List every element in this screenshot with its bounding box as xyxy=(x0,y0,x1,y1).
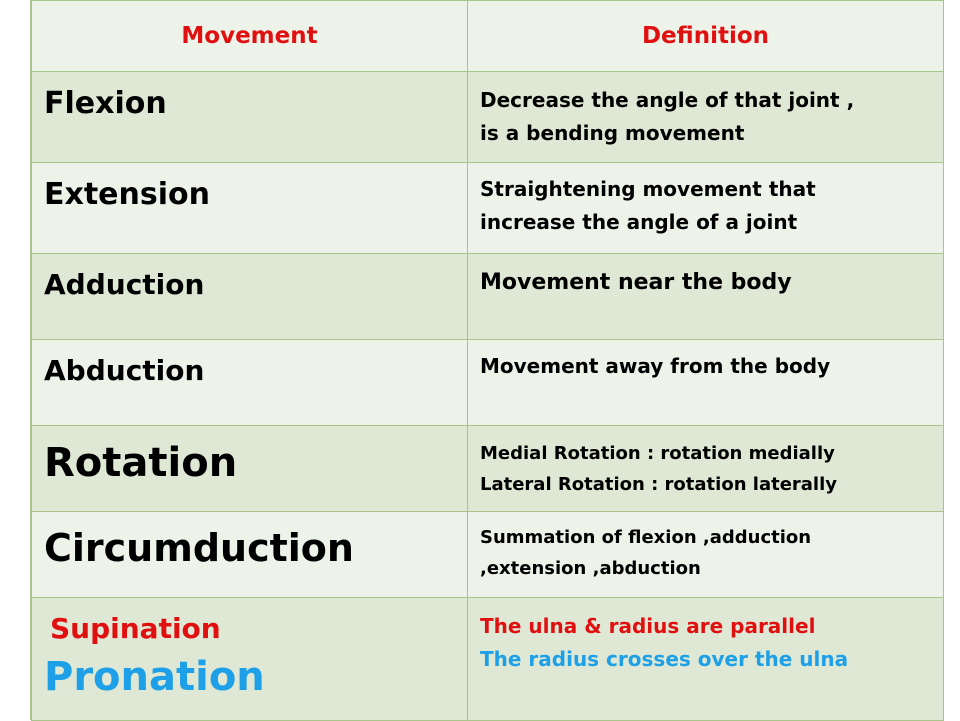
definition-line: increase the angle of a joint xyxy=(480,210,798,234)
definition-line: Lateral Rotation : rotation laterally xyxy=(480,474,837,495)
definition-cell: The ulna & radius are parallel The radiu… xyxy=(467,597,944,721)
term-cell: Adduction xyxy=(31,253,468,340)
definition-cell: Movement away from the body xyxy=(467,339,944,426)
term-rotation: Rotation xyxy=(44,440,238,486)
table-row: Rotation Medial Rotation : rotation medi… xyxy=(31,425,944,512)
movements-table-container: Movement Definition Flexion Decrease the… xyxy=(30,0,944,721)
definition-line: Decrease the angle of that joint , xyxy=(480,88,855,112)
definition-cell: Decrease the angle of that joint , is a … xyxy=(467,71,944,163)
definition-cell: Summation of flexion ,adduction ,extensi… xyxy=(467,511,944,598)
movements-table: Movement Definition Flexion Decrease the… xyxy=(31,0,944,721)
term-cell: Extension xyxy=(31,162,468,254)
term-abduction: Abduction xyxy=(44,354,205,387)
table-row: Extension Straightening movement that in… xyxy=(31,162,944,254)
term-cell: Rotation xyxy=(31,425,468,512)
definition-line: Movement near the body xyxy=(480,270,792,295)
term-supination: Supination xyxy=(50,612,221,645)
definition-cell: Straightening movement that increase the… xyxy=(467,162,944,254)
table-row: Supination Pronation The ulna & radius a… xyxy=(31,597,944,721)
term-cell: Supination Pronation xyxy=(31,597,468,721)
definition-line: Medial Rotation : rotation medially xyxy=(480,443,835,464)
table-row: Flexion Decrease the angle of that joint… xyxy=(31,71,944,163)
definition-line-supination: The ulna & radius are parallel xyxy=(480,614,816,638)
definition-line: Movement away from the body xyxy=(480,354,831,378)
table-row: Adduction Movement near the body xyxy=(31,253,944,340)
term-flexion: Flexion xyxy=(44,86,167,121)
definition-line: ,extension ,abduction xyxy=(480,558,701,579)
header-movement: Movement xyxy=(31,0,468,72)
term-cell: Flexion xyxy=(31,71,468,163)
term-extension: Extension xyxy=(44,177,210,212)
term-circumduction: Circumduction xyxy=(44,526,354,570)
definition-line: Summation of flexion ,adduction xyxy=(480,527,812,548)
term-cell: Circumduction xyxy=(31,511,468,598)
definition-cell: Movement near the body xyxy=(467,253,944,340)
definition-line-pronation: The radius crosses over the ulna xyxy=(480,647,849,671)
term-cell: Abduction xyxy=(31,339,468,426)
term-adduction: Adduction xyxy=(44,268,205,301)
term-pronation: Pronation xyxy=(44,654,265,700)
table-row: Abduction Movement away from the body xyxy=(31,339,944,426)
table-header-row: Movement Definition xyxy=(31,0,944,72)
definition-cell: Medial Rotation : rotation medially Late… xyxy=(467,425,944,512)
definition-line: Straightening movement that xyxy=(480,177,816,201)
definition-line: is a bending movement xyxy=(480,121,745,145)
header-definition: Definition xyxy=(467,0,944,72)
table-row: Circumduction Summation of flexion ,addu… xyxy=(31,511,944,598)
